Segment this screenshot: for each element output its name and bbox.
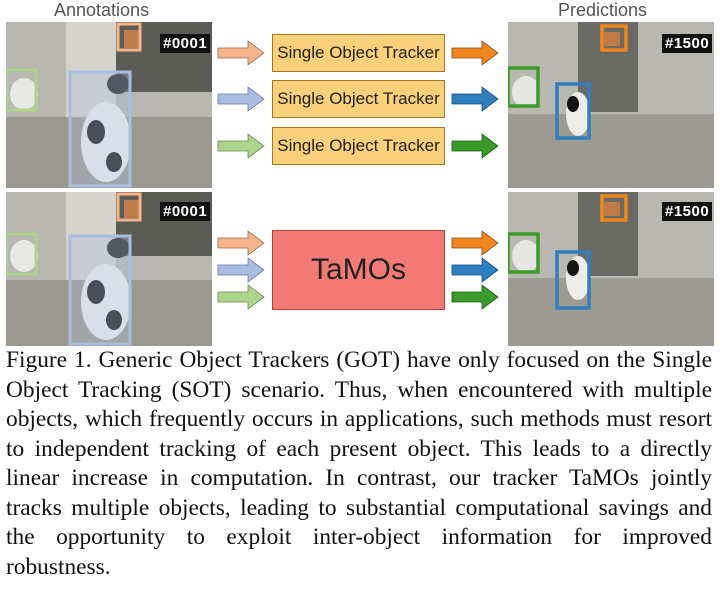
arrow-in-orange-top bbox=[217, 40, 265, 66]
arrow-in-blue-top bbox=[217, 86, 265, 112]
annotation-box-orange bbox=[116, 22, 142, 52]
frame-id-bottom-right: #1500 bbox=[662, 202, 713, 221]
annotation-box-green bbox=[6, 68, 38, 112]
figure-caption: Figure 1. Generic Object Trackers (GOT) … bbox=[6, 347, 712, 580]
arrow-out-blue-top bbox=[451, 86, 499, 112]
frame-id-bottom-left: #0001 bbox=[160, 202, 211, 221]
annotation-box-blue bbox=[68, 70, 132, 188]
single-object-tracker-1: Single Object Tracker bbox=[272, 34, 445, 72]
flow-arrows bbox=[217, 40, 499, 310]
arrow-out-blue-bottom bbox=[451, 257, 499, 283]
frame-bottom-right bbox=[508, 192, 714, 358]
single-object-tracker-3: Single Object Tracker bbox=[272, 127, 445, 165]
arrow-out-green-bottom bbox=[451, 284, 499, 310]
arrow-out-green-top bbox=[451, 133, 499, 159]
arrow-out-orange-top bbox=[451, 40, 499, 66]
frame-top-right bbox=[508, 22, 714, 188]
predictions-header: Predictions bbox=[558, 0, 648, 20]
tamos-box: TaMOs bbox=[272, 230, 445, 310]
single-object-tracker-2: Single Object Tracker bbox=[272, 80, 445, 118]
prediction-box-orange bbox=[600, 24, 628, 52]
frame-id-top-right: #1500 bbox=[662, 34, 713, 53]
prediction-frame-image bbox=[508, 22, 714, 188]
prediction-box-green bbox=[508, 66, 540, 108]
arrow-in-green-bottom bbox=[217, 284, 265, 310]
arrow-out-orange-bottom bbox=[451, 230, 499, 256]
arrow-in-blue-bottom bbox=[217, 257, 265, 283]
frame-id-top-left: #0001 bbox=[160, 34, 211, 53]
arrow-in-orange-bottom bbox=[217, 230, 265, 256]
prediction-frame-image-2 bbox=[508, 192, 714, 346]
arrow-in-green-top bbox=[217, 133, 265, 159]
annotations-header: Annotations bbox=[54, 0, 150, 20]
prediction-box-blue bbox=[555, 82, 591, 140]
